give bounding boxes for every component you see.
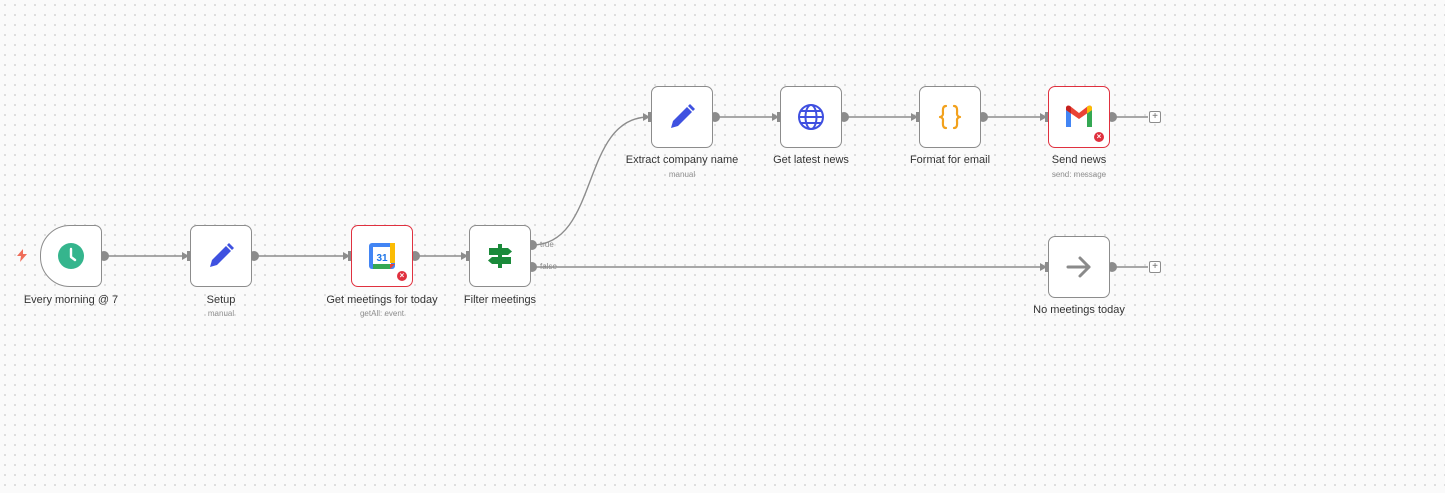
input-port-filter: [466, 251, 469, 261]
add-node-button[interactable]: +: [1149, 261, 1161, 273]
input-port-setup: [187, 251, 190, 261]
node-get-meetings[interactable]: 31 ×: [351, 225, 413, 287]
input-port-getmeetings: [348, 251, 351, 261]
node-subtitle-send-news: send: message: [1051, 170, 1107, 179]
google-calendar-icon: 31: [369, 243, 395, 269]
braces-icon: [938, 104, 962, 130]
node-subtitle-setup: manual: [207, 309, 235, 318]
node-label-every-morning: Every morning @ 7: [23, 294, 119, 306]
node-label-no-meetings: No meetings today: [1033, 304, 1125, 316]
error-badge-icon: ×: [397, 271, 407, 281]
trigger-bolt-icon: [17, 249, 27, 262]
clock-icon: [58, 243, 84, 269]
node-no-meetings[interactable]: [1048, 236, 1110, 298]
node-filter-meetings[interactable]: [469, 225, 531, 287]
node-subtitle-get-meetings: getAll: event: [359, 309, 405, 318]
svg-text:31: 31: [376, 253, 388, 264]
port-label-true: true: [540, 240, 554, 249]
signpost-icon: [488, 244, 512, 268]
node-label-setup: Setup: [206, 294, 236, 306]
error-badge-icon: ×: [1094, 132, 1104, 142]
node-every-morning[interactable]: [40, 225, 102, 287]
pencil-icon: [671, 104, 695, 128]
node-label-extract-company: Extract company name: [625, 154, 739, 166]
edge-filter-true-extract: [531, 113, 650, 246]
input-port-send: [1045, 112, 1048, 122]
gmail-icon: [1066, 105, 1092, 127]
node-send-news[interactable]: ×: [1048, 86, 1110, 148]
input-port-format: [916, 112, 919, 122]
node-label-get-meetings: Get meetings for today: [326, 294, 438, 306]
node-setup[interactable]: [190, 225, 252, 287]
node-get-latest-news[interactable]: [780, 86, 842, 148]
node-extract-company[interactable]: [651, 86, 713, 148]
input-port-extract: [648, 112, 651, 122]
pencil-icon: [210, 243, 234, 267]
node-label-get-latest-news: Get latest news: [773, 154, 849, 166]
node-subtitle-extract-company: manual: [668, 170, 696, 179]
node-format-email[interactable]: [919, 86, 981, 148]
node-label-send-news: Send news: [1051, 154, 1107, 166]
arrow-right-icon: [1066, 256, 1091, 278]
add-node-button[interactable]: +: [1149, 111, 1161, 123]
input-port-news: [777, 112, 780, 122]
input-port-nomeetings: [1045, 262, 1048, 272]
globe-icon: [798, 104, 824, 130]
node-label-format-email: Format for email: [909, 154, 991, 166]
node-label-filter-meetings: Filter meetings: [463, 294, 537, 306]
port-label-false: false: [540, 262, 557, 271]
